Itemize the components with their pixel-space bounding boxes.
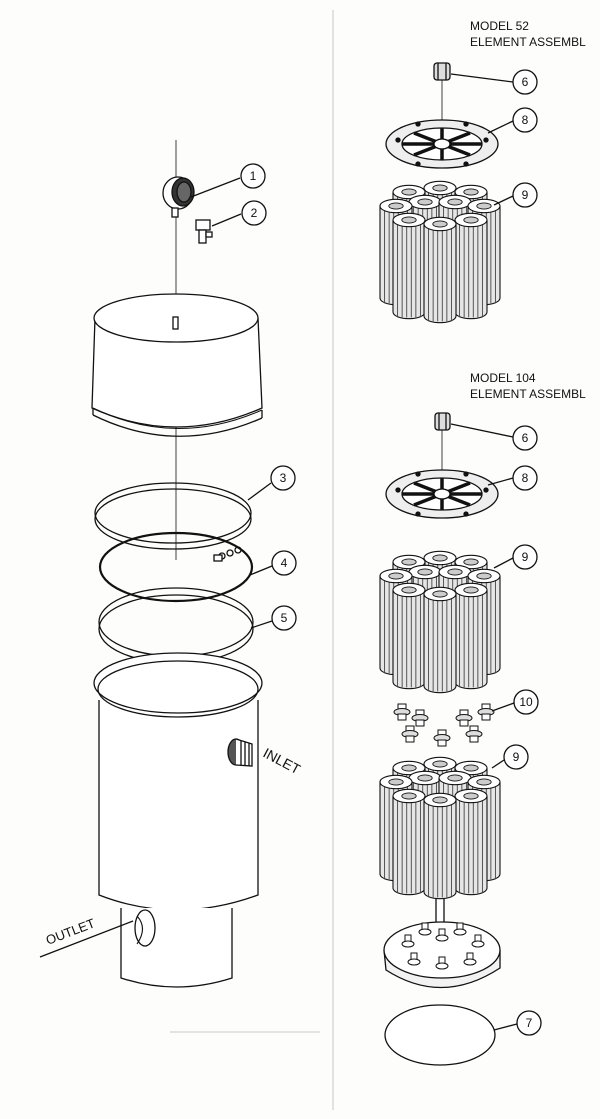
callout-cartridges-52-number: 9 — [522, 188, 529, 202]
model-52-subtitle: ELEMENT ASSEMBL — [470, 35, 586, 49]
callout-leader-5 — [250, 620, 273, 629]
bottom-gasket — [384, 1004, 496, 1066]
callout-oring-5: 5 — [271, 605, 297, 631]
connector-fitting — [401, 725, 419, 743]
callout-connectors-number: 10 — [519, 695, 533, 709]
callout-leader-4 — [249, 565, 273, 576]
filter-cartridge — [454, 212, 488, 320]
outlet-leader-line — [39, 920, 134, 958]
callout-spider-52-number: 8 — [522, 113, 529, 127]
manifold-stud — [435, 956, 449, 970]
callout-leader-8a — [487, 120, 514, 134]
spider-plate-104 — [385, 469, 499, 519]
callout-gasket-number: 7 — [526, 1016, 533, 1030]
callout-cartridges-104-upper-number: 9 — [522, 550, 529, 564]
manifold-stud — [453, 922, 467, 936]
callout-leader-6b — [450, 423, 514, 438]
callout-gauge-number: 1 — [250, 169, 257, 183]
callout-cartridges-104-lower-number: 9 — [513, 750, 520, 764]
tank-body — [93, 652, 263, 911]
connector-fitting — [465, 725, 483, 743]
top-nut-52 — [433, 62, 451, 81]
callout-cartridges-52: 9 — [512, 182, 538, 208]
callout-leader-10 — [491, 702, 515, 712]
cartridge-bundle-104-upper — [379, 550, 501, 694]
callout-cartridges-104-upper: 9 — [512, 544, 538, 570]
callout-clamp: 3 — [270, 465, 296, 491]
callout-leader-3 — [247, 482, 272, 501]
outlet-label: OUTLET — [44, 915, 97, 947]
connector-fitting — [477, 703, 495, 721]
cartridge-connectors — [393, 703, 495, 747]
callout-valve-number: 2 — [251, 206, 258, 220]
filter-cartridge — [454, 582, 488, 690]
o-ring-lower — [98, 587, 254, 664]
top-nut-104 — [434, 412, 451, 431]
pressure-gauge — [162, 176, 195, 218]
callout-cartridges-104-lower: 9 — [503, 744, 529, 770]
cartridge-bundle-104-lower — [379, 756, 501, 900]
manifold-stud — [407, 952, 421, 966]
callout-leader-6a — [450, 73, 514, 83]
filter-cartridge — [392, 582, 426, 690]
callout-leader-9a — [493, 195, 514, 206]
connector-fitting — [455, 709, 473, 727]
air-relief-valve — [195, 219, 213, 244]
callout-gasket: 7 — [516, 1010, 542, 1036]
callout-leader-7 — [493, 1023, 518, 1031]
callout-valve: 2 — [241, 200, 267, 226]
manifold-stud — [401, 934, 415, 948]
callout-oring-5-number: 5 — [281, 611, 288, 625]
filter-cartridge — [392, 788, 426, 896]
callout-leader-2 — [211, 213, 242, 227]
cartridge-bundle-52 — [379, 180, 501, 324]
callout-oring-4-number: 4 — [281, 556, 288, 570]
manifold-stud — [435, 928, 449, 942]
manifold-stud — [471, 934, 485, 948]
callout-leader-8b — [487, 477, 514, 486]
callout-gauge: 1 — [240, 163, 266, 189]
callout-clamp-number: 3 — [280, 471, 287, 485]
callout-leader-9b — [493, 557, 514, 569]
callout-nut-104: 6 — [512, 425, 538, 451]
filter-cartridge — [454, 788, 488, 896]
connector-fitting — [393, 703, 411, 721]
callout-spider-52: 8 — [512, 107, 538, 133]
inlet-label: INLET — [261, 745, 304, 778]
manifold-base — [383, 921, 501, 989]
connector-fitting — [433, 729, 451, 747]
inlet-fitting — [227, 738, 253, 767]
callout-nut-52: 6 — [512, 69, 538, 95]
model-104-subtitle: ELEMENT ASSEMBL — [470, 387, 586, 401]
model-52-title: MODEL 52 — [470, 19, 529, 33]
spider-plate-52 — [385, 119, 499, 169]
filter-cartridge — [423, 586, 457, 694]
callout-connectors: 10 — [513, 689, 539, 715]
manifold-stud — [418, 922, 432, 936]
outlet-neck — [120, 908, 233, 988]
callout-leader-9c — [491, 759, 505, 769]
filter-cartridge — [423, 792, 457, 900]
connector-fitting — [411, 709, 429, 727]
callout-nut-52-number: 6 — [522, 75, 529, 89]
tank-lid — [91, 293, 263, 437]
model-104-title: MODEL 104 — [470, 371, 536, 385]
callout-nut-104-number: 6 — [522, 431, 529, 445]
callout-oring-4: 4 — [271, 550, 297, 576]
o-ring-upper — [98, 531, 254, 603]
callout-spider-104-number: 8 — [522, 471, 529, 485]
callout-leader-1 — [190, 177, 241, 198]
filter-cartridge — [423, 216, 457, 324]
callout-spider-104: 8 — [512, 465, 538, 491]
filter-cartridge — [392, 212, 426, 320]
clamp-band — [94, 482, 252, 562]
manifold-stud — [463, 952, 477, 966]
